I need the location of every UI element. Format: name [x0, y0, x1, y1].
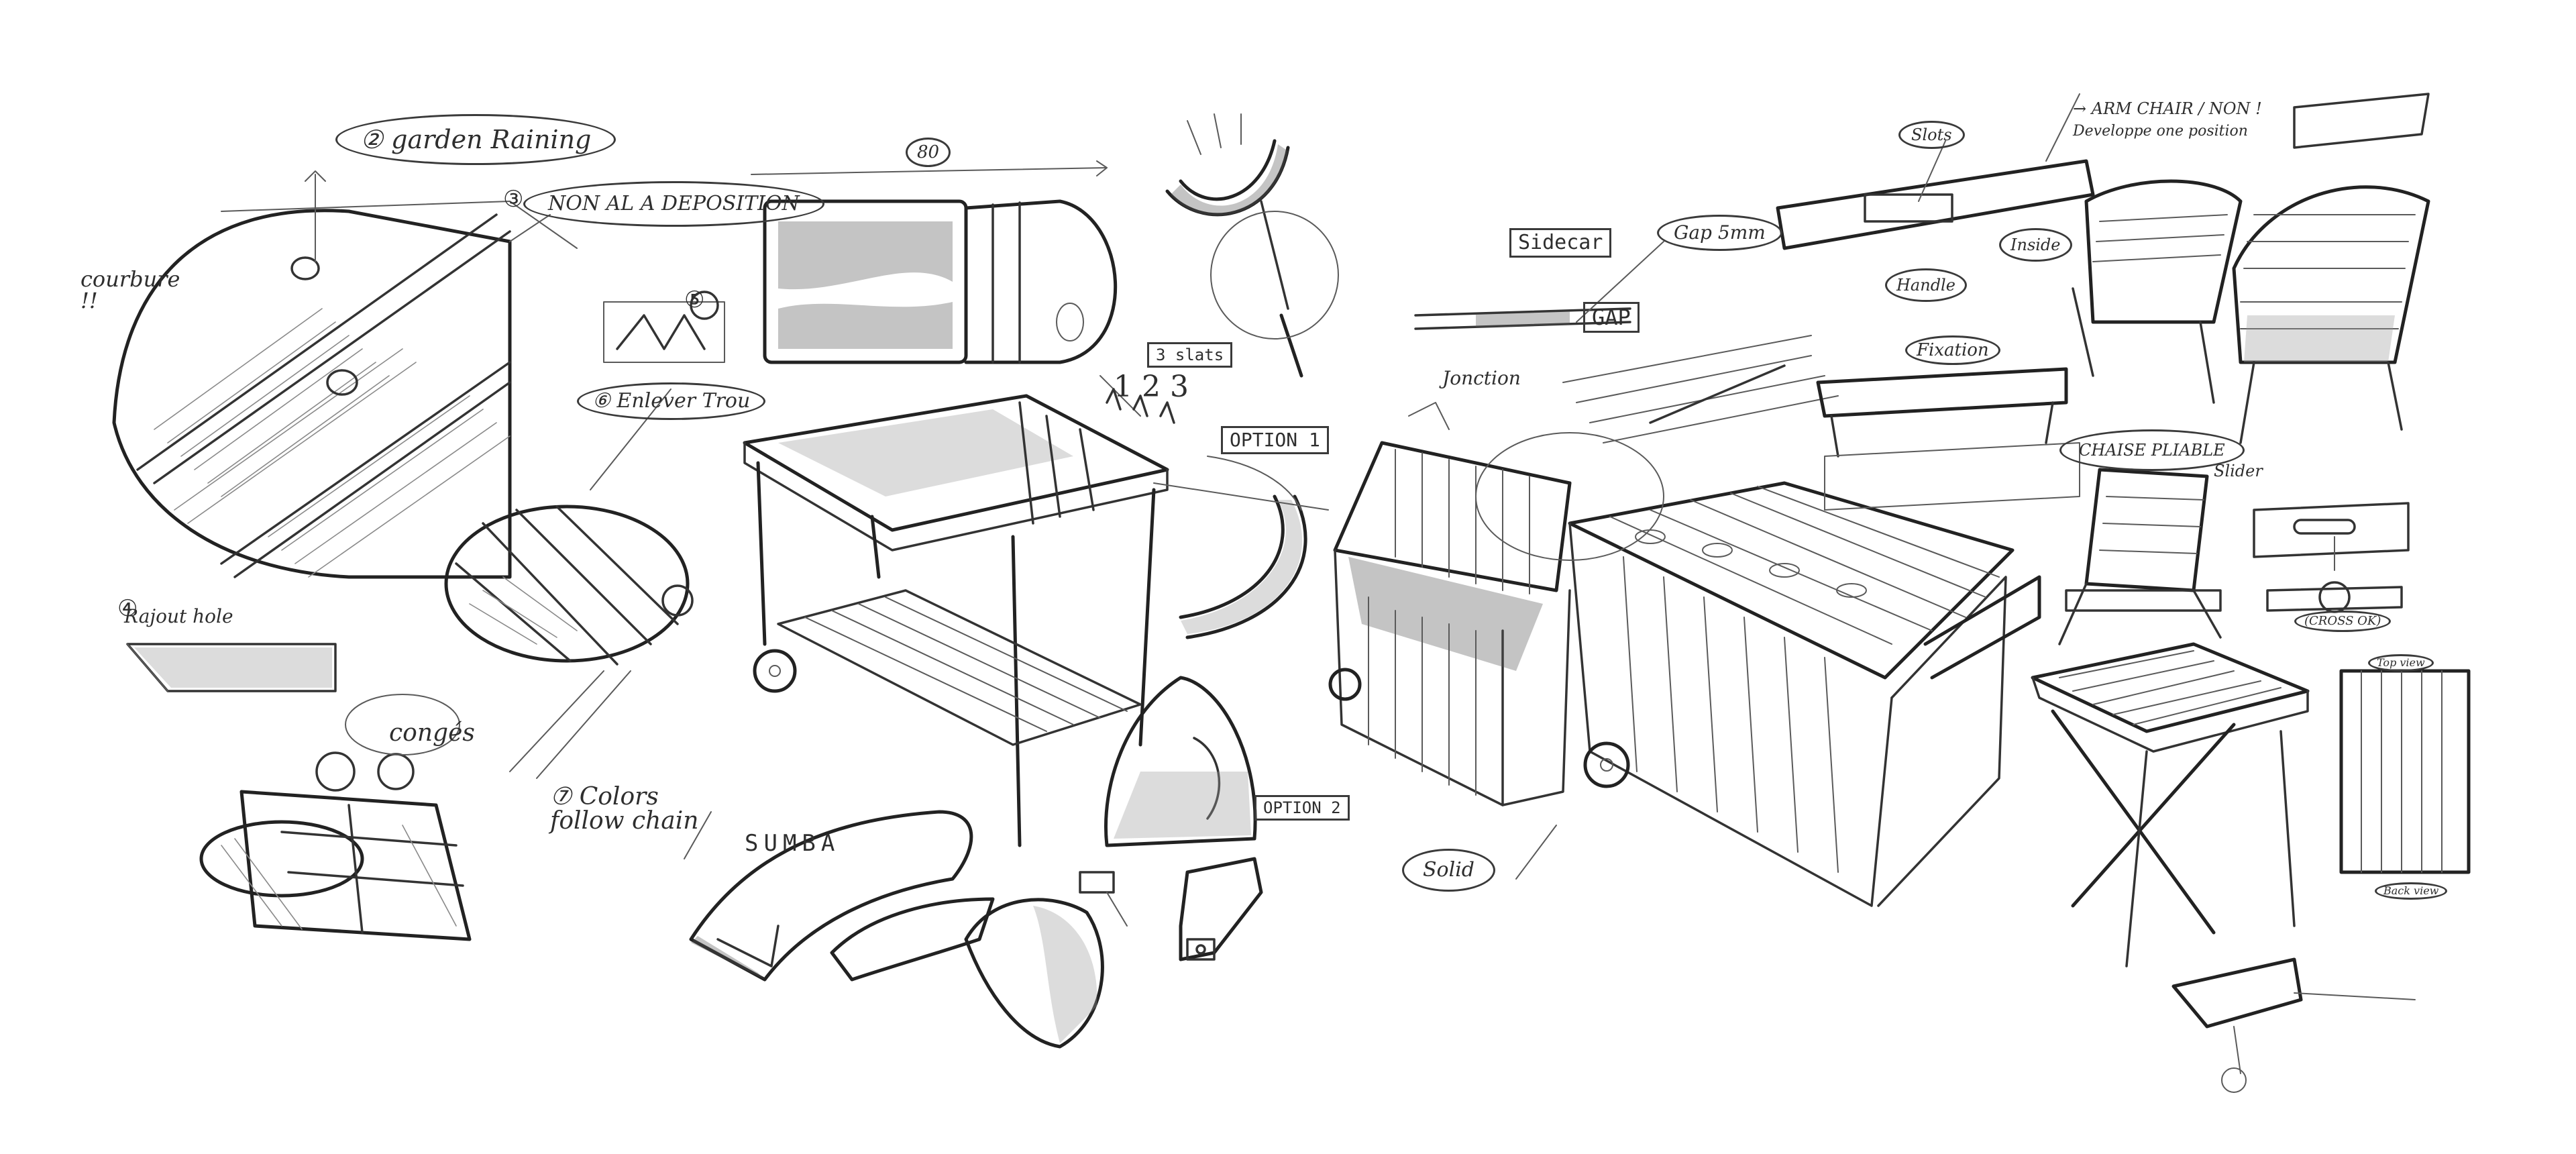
bracket-detail-sketch — [1179, 857, 1263, 961]
skewer-sketch — [1165, 113, 1339, 378]
note-conges: congés — [389, 719, 475, 747]
cooler-bag-sketch — [751, 160, 1118, 364]
note-top-view: Top view — [2368, 654, 2434, 672]
spring-detail-sketch — [603, 291, 725, 363]
note-chaise-pliable: CHAISE PLIABLE — [2059, 429, 2245, 471]
sumba-planter-sketch — [689, 810, 995, 982]
note-enlever-trou: ⑥ Enlever Trou — [577, 382, 766, 420]
folding-chair-sketch — [2058, 468, 2222, 645]
storage-box-small-sketch — [1328, 402, 1572, 806]
hinge-plank-sketch — [2171, 957, 2416, 1093]
slider-detail-sketch — [2065, 502, 2410, 613]
gap-detail-sketch — [1414, 307, 1839, 443]
storage-box-large-sketch — [1475, 432, 2041, 907]
note-sumba: SUMBA — [745, 830, 841, 857]
note-one-position: Developpe one position — [2073, 123, 2248, 140]
round-table-sketch — [112, 170, 578, 579]
arm-chair-sketch — [2072, 93, 2430, 444]
note-solid: Solid — [1402, 849, 1496, 892]
note-option-2: OPTION 2 — [1254, 795, 1350, 821]
note-gap: GAP — [1583, 302, 1640, 333]
note-option-1: OPTION 1 — [1221, 426, 1329, 454]
note-fixation: Fixation — [1905, 335, 2000, 365]
slat-detail-sketch — [126, 643, 337, 692]
note-arm-chair: → ARM CHAIR / NON ! — [2073, 99, 2262, 118]
note-num-3: ③ — [503, 186, 524, 213]
oval-tray-sketch — [444, 505, 694, 779]
note-back-view: Back view — [2375, 882, 2448, 900]
note-slat-numbers: 1 2 3 — [1114, 370, 1189, 404]
stool-sketch — [199, 694, 472, 941]
note-courbure: courbure !! — [80, 266, 180, 313]
tray-table-sketch — [2031, 642, 2310, 967]
note-colors-follow-chain: ⑦ Colors follow chain — [550, 783, 699, 835]
note-three-slats: 3 slats — [1147, 342, 1233, 368]
half-lid-option-2-sketch — [1104, 676, 1257, 847]
note-garden-raining: ② garden Raining — [335, 114, 616, 165]
note-slider: Slider — [2214, 462, 2263, 480]
bbq-trolley-sketch — [743, 375, 1175, 847]
note-rajout-hole: Rajout hole — [124, 605, 233, 627]
bench-sketch — [1776, 159, 2095, 511]
note-slots: Slots — [1898, 121, 1965, 149]
round-shell-sketch — [964, 871, 1128, 1049]
note-num-4: ④ — [117, 595, 138, 622]
note-non-al-a-deposition: NON AL A DEPOSITION — [523, 181, 824, 227]
note-handle: Handle — [1885, 268, 1967, 302]
note-circle-5: ⑤ — [684, 286, 705, 313]
note-gap-5mm: Gap 5mm — [1657, 215, 1782, 251]
note-sidecar: Sidecar — [1509, 228, 1612, 258]
note-dim-80: 80 — [906, 138, 951, 167]
note-jonction: Jonction — [1442, 367, 1521, 389]
top-view-panel-sketch — [2339, 669, 2471, 874]
handle-option-1-sketch — [1153, 456, 1329, 639]
note-cross-ok: (CROSS OK) — [2294, 611, 2392, 632]
note-inside: Inside — [1999, 228, 2072, 262]
